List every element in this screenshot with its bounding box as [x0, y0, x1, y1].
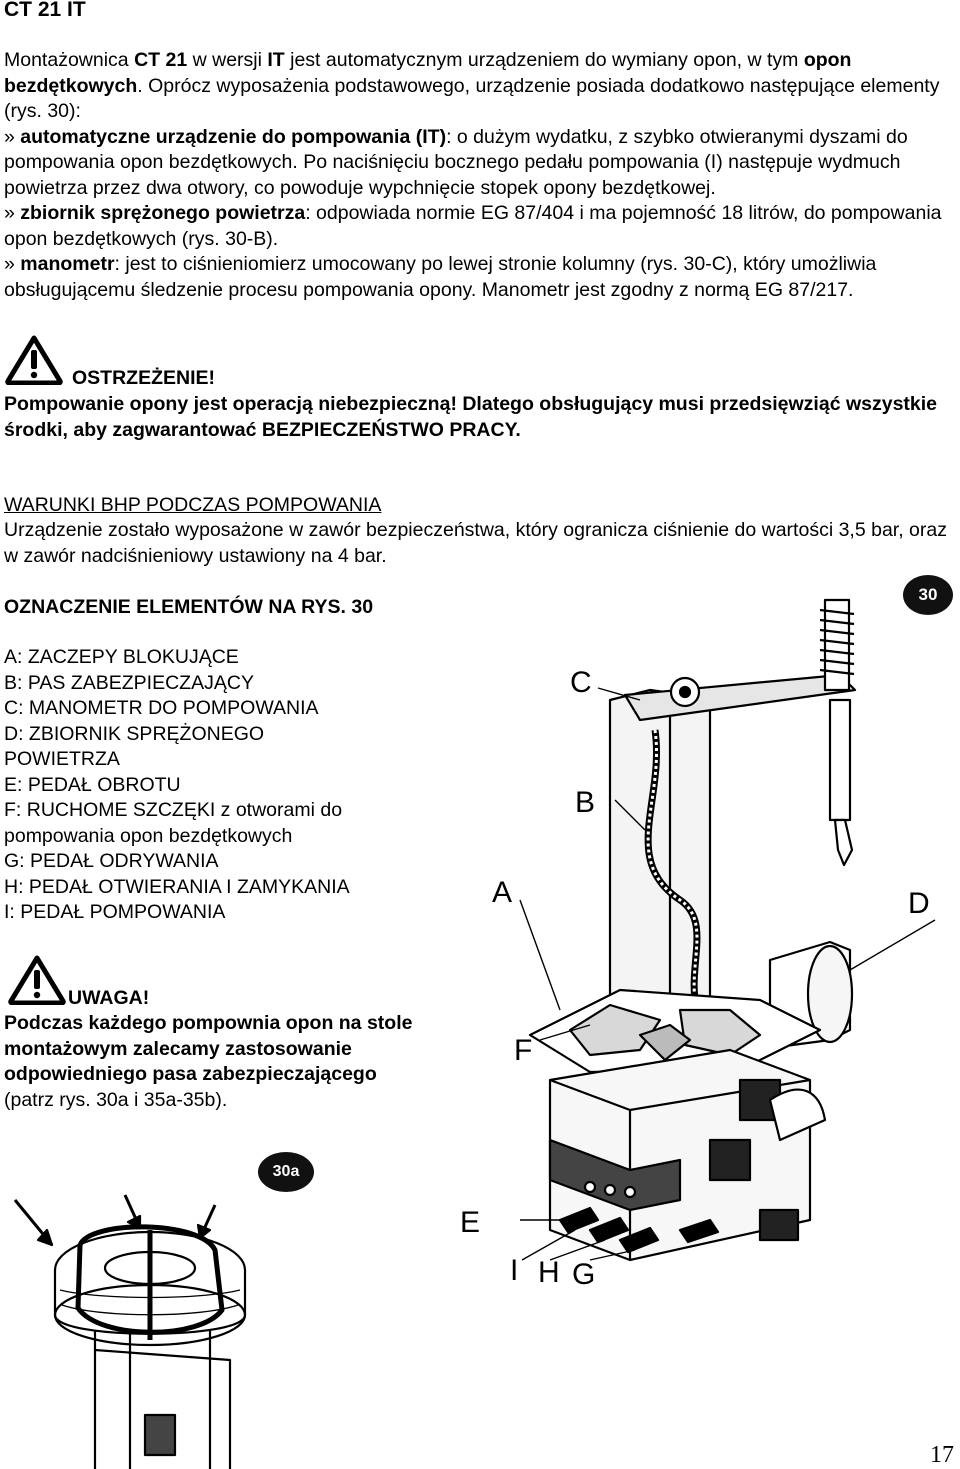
label-a: A	[492, 876, 512, 909]
caution-text: Podczas każdego pompownia opon na stole …	[4, 1011, 414, 1113]
feature-term: manometr	[20, 253, 115, 275]
legend-item: H: PEDAŁ OTWIERANIA I ZAMYKANIA	[4, 875, 350, 898]
legend-item: D: ZBIORNIK SPRĘŻONEGO POWIETRZA	[4, 722, 265, 771]
label-e: E	[460, 1206, 480, 1239]
intro-text: jest automatycznym urządzeniem do wymian…	[284, 49, 804, 71]
legend-item: B: PAS ZABEZPIECZAJĄCY	[4, 671, 254, 694]
feature-item: » zbiornik sprężonego powietrza: odpowia…	[4, 201, 954, 252]
label-f: F	[514, 1034, 532, 1067]
caution-label: UWAGA!	[68, 987, 150, 1009]
warning-triangle-icon	[8, 955, 66, 1005]
intro-text: Montażownica	[4, 49, 135, 71]
feature-text: : o dużym wydatku, z szybko otwieranymi …	[4, 125, 908, 199]
model-name: CT 21	[134, 49, 188, 71]
label-c: C	[570, 666, 592, 699]
caution-bold-text: Podczas każdego pompownia opon na stole …	[4, 1012, 413, 1085]
label-i: I	[510, 1254, 518, 1287]
document-title: CT 21 IT	[4, 0, 86, 21]
figure-30-badge: 30	[903, 575, 953, 615]
label-d: D	[908, 887, 930, 920]
legend-list: A: ZACZEPY BLOKUJĄCE B: PAS ZABEZPIECZAJ…	[4, 645, 414, 926]
safety-heading: WARUNKI BHP PODCZAS POMPOWANIA	[4, 494, 382, 516]
legend-item: F: RUCHOME SZCZĘKI z otworami do pompowa…	[4, 799, 343, 847]
intro-section: Montażownica CT 21 w wersji IT jest auto…	[4, 48, 954, 303]
version-name: IT	[267, 49, 285, 71]
label-b: B	[575, 786, 595, 819]
bullet: »	[4, 125, 21, 148]
feature-term: zbiornik sprężonego powietrza	[20, 202, 306, 224]
warning-text: Pompowanie opony jest operacją niebezpie…	[4, 393, 938, 441]
feature-text: : jest to ciśnieniomierz umocowany po le…	[4, 253, 877, 301]
feature-item: » automatyczne urządzenie do pompowania …	[4, 125, 954, 202]
feature-text: : odpowiada normie EG 87/404 i ma pojemn…	[4, 202, 942, 250]
label-h: H	[538, 1256, 560, 1289]
legend-heading: OZNACZENIE ELEMENTÓW NA RYS. 30	[4, 596, 374, 618]
intro-text: w wersji	[187, 49, 268, 71]
warning-label: OSTRZEŻENIE!	[72, 367, 216, 389]
legend-item: I: PEDAŁ POMPOWANIA	[4, 901, 226, 923]
page-number: 17	[930, 1442, 954, 1468]
legend-item: C: MANOMETR DO POMPOWANIA	[4, 697, 319, 719]
label-g: G	[572, 1258, 595, 1291]
legend-item: E: PEDAŁ OBROTU	[4, 773, 181, 796]
figure-30a-badge: 30a	[258, 1152, 314, 1192]
feature-term: automatyczne urządzenie do pompowania (I…	[20, 125, 447, 148]
bullet: »	[4, 253, 21, 275]
legend-item: G: PEDAŁ ODRYWANIA	[4, 850, 219, 872]
bullet: »	[4, 202, 21, 224]
intro-text: . Oprócz wyposażenia podstawowego, urząd…	[4, 74, 940, 123]
caution-reference: (patrz rys. 30a i 35a-35b).	[4, 1088, 228, 1111]
tyre-changer-illustration: C B A D F E I H G	[460, 598, 936, 1291]
intro-paragraph: Montażownica CT 21 w wersji IT jest auto…	[4, 48, 954, 125]
safety-strap-illustration	[13, 1194, 247, 1469]
feature-item: » manometr: jest to ciśnieniomierz umoco…	[4, 252, 954, 303]
legend-item: A: ZACZEPY BLOKUJĄCE	[4, 646, 239, 668]
warning-triangle-icon	[5, 335, 63, 385]
safety-text: Urządzenie zostało wyposażone w zawór be…	[4, 519, 947, 567]
tubeless-term: opon bezdętkowych	[4, 49, 852, 97]
